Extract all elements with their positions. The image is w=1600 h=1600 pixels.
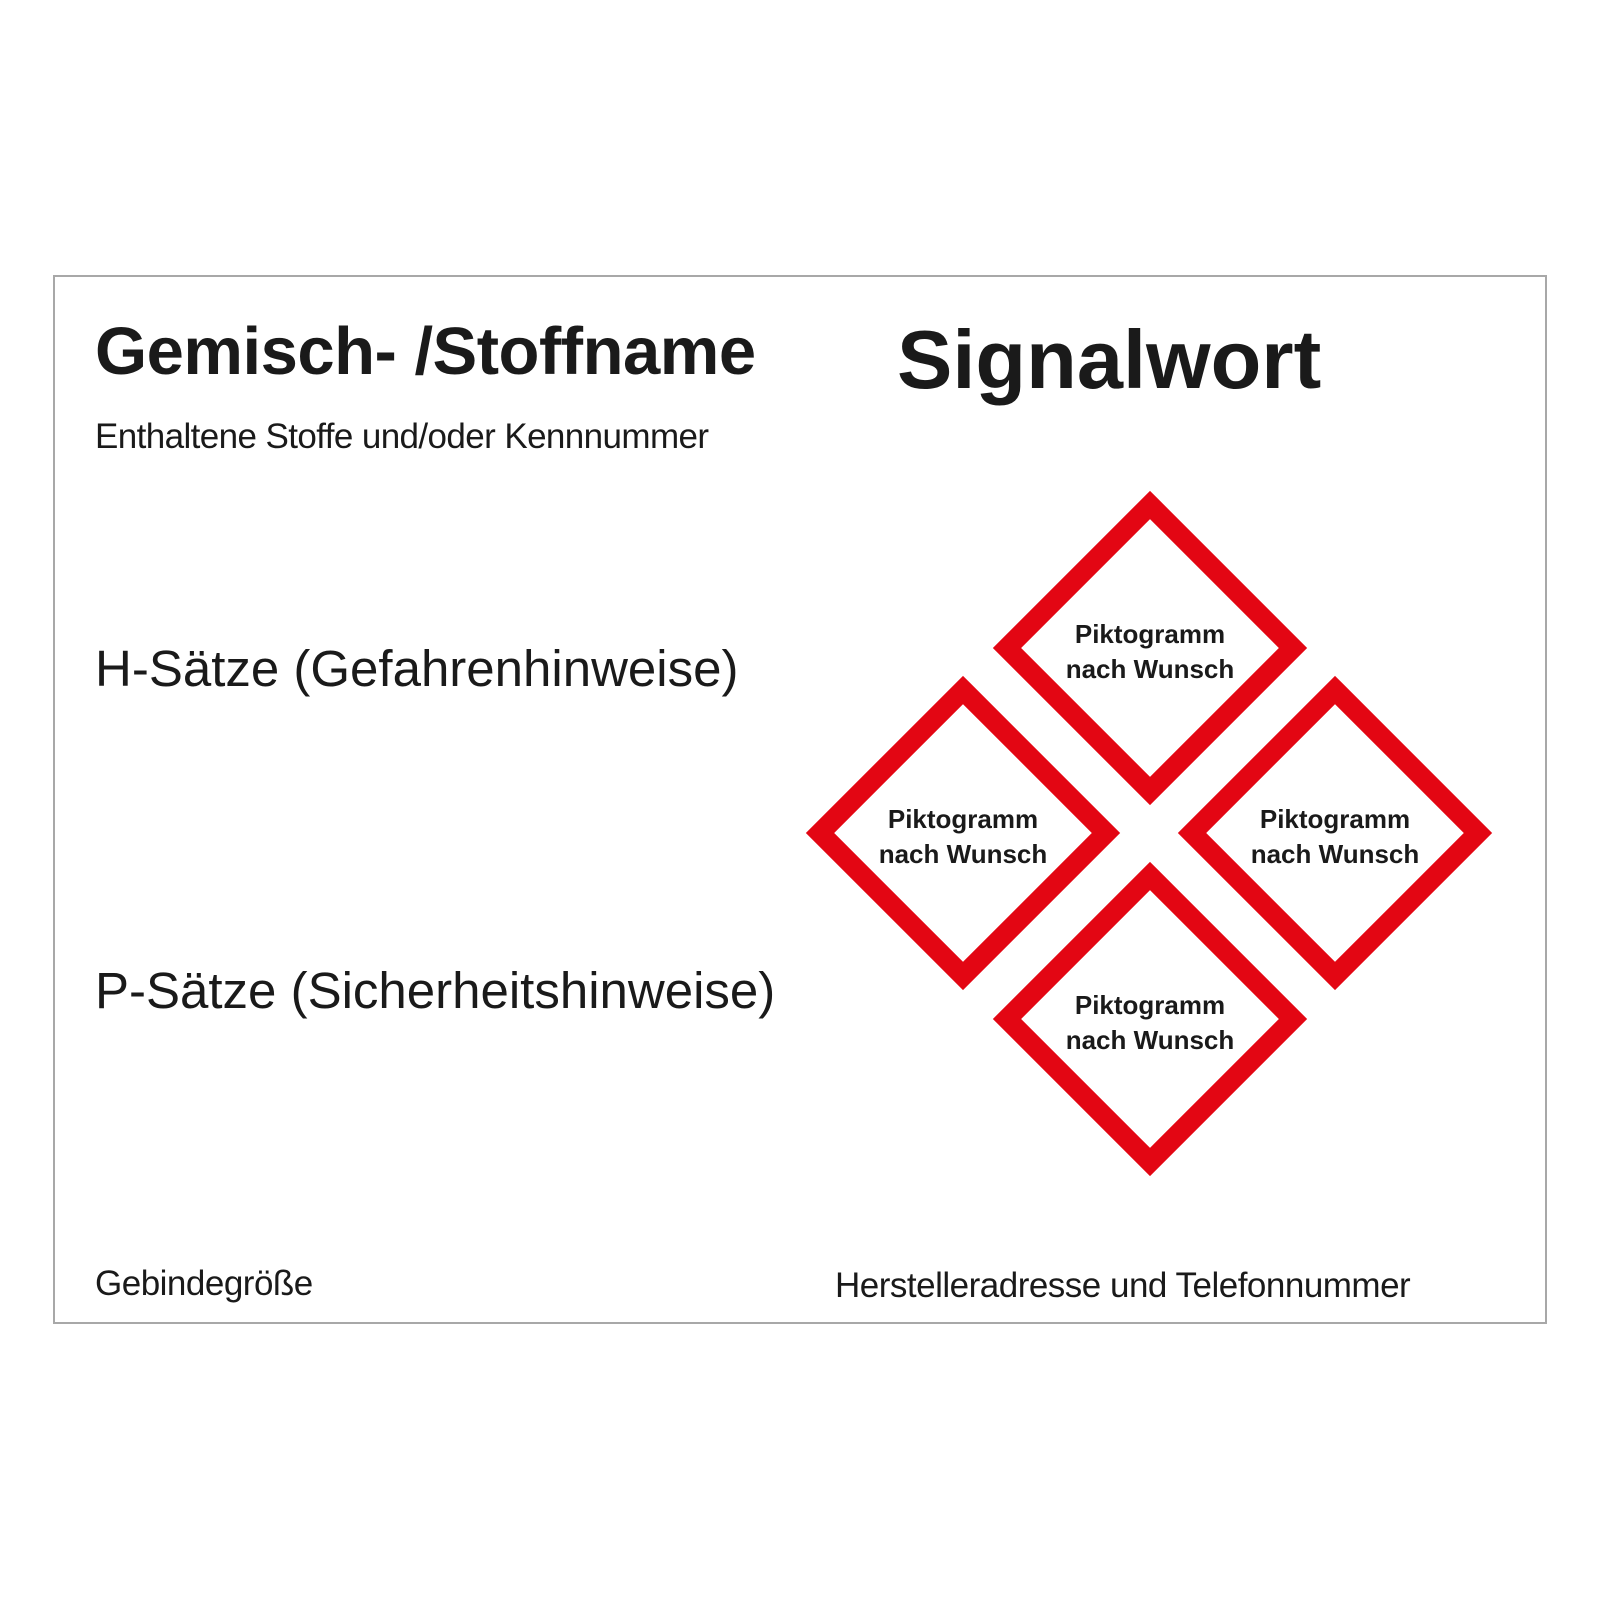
pictogram-diamond-top-icon <box>992 490 1308 806</box>
manufacturer-info: Herstelleradresse und Telefonnummer <box>835 1266 1411 1305</box>
product-name: Gemisch- /Stoffname <box>95 314 756 389</box>
precautionary-statements: P-Sätze (Sicherheitshinweise) <box>95 962 776 1019</box>
pictogram-label-top: Piktogramm nach Wunsch <box>1030 617 1270 687</box>
container-size: Gebindegröße <box>95 1264 313 1303</box>
pictogram-diamond-left-icon <box>805 675 1121 991</box>
signal-word: Signalwort <box>897 313 1322 406</box>
pictogram-label-line2: nach Wunsch <box>1250 839 1420 869</box>
pictogram-label-line1: Piktogramm <box>1074 990 1226 1020</box>
pictogram-diamond-right-icon <box>1177 675 1493 991</box>
hazard-statements: H-Sätze (Gefahrenhinweise) <box>95 640 739 697</box>
pictogram-label-line2: nach Wunsch <box>1065 654 1235 684</box>
pictogram-label-line2: nach Wunsch <box>1065 1025 1235 1055</box>
pictogram-diamond-bottom-icon <box>992 861 1308 1177</box>
pictogram-label-line2: nach Wunsch <box>878 839 1048 869</box>
pictogram-label-line1: Piktogramm <box>1074 619 1226 649</box>
pictogram-label-line1: Piktogramm <box>1259 804 1411 834</box>
pictogram-label-right: Piktogramm nach Wunsch <box>1215 802 1455 872</box>
ghs-label-card <box>53 275 1547 1324</box>
ingredients-text: Enthaltene Stoffe und/oder Kennnummer <box>95 417 709 456</box>
pictogram-label-left: Piktogramm nach Wunsch <box>843 802 1083 872</box>
pictogram-label-bottom: Piktogramm nach Wunsch <box>1030 988 1270 1058</box>
pictogram-label-line1: Piktogramm <box>887 804 1039 834</box>
